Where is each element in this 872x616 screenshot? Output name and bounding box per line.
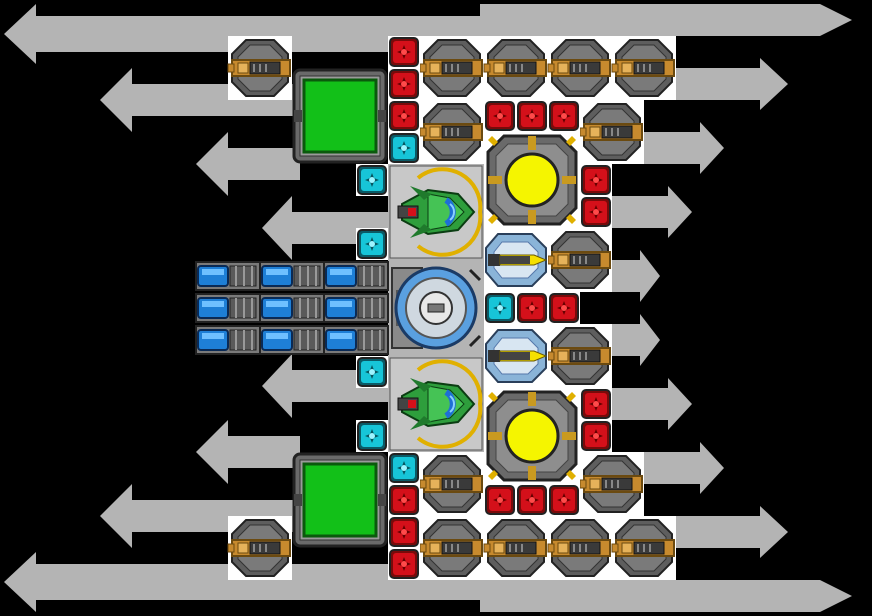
- arrow-right-4: [600, 314, 660, 366]
- turret-1[interactable]: [419, 36, 484, 100]
- turret-8[interactable]: [547, 324, 612, 388]
- red-armor-14[interactable]: [548, 484, 580, 516]
- arrow-left-4: [196, 420, 300, 484]
- red-armor-1[interactable]: [388, 68, 420, 100]
- thruster-0[interactable]: [195, 261, 261, 291]
- red-armor-13[interactable]: [516, 484, 548, 516]
- turret-5[interactable]: [419, 100, 484, 164]
- arrow-right-1: [620, 122, 724, 174]
- thruster-5[interactable]: [323, 293, 389, 323]
- arrow-left-1: [196, 132, 300, 196]
- cyan-armor-0[interactable]: [388, 132, 420, 164]
- red-armor-8[interactable]: [516, 292, 548, 324]
- red-armor-12[interactable]: [484, 484, 516, 516]
- arrow-top-wide-right: [480, 4, 852, 36]
- turret-14[interactable]: [547, 516, 612, 580]
- red-armor-15[interactable]: [388, 484, 420, 516]
- red-armor-10[interactable]: [580, 388, 612, 420]
- turret-4[interactable]: [611, 36, 676, 100]
- turret-6[interactable]: [579, 100, 644, 164]
- thruster-1[interactable]: [259, 261, 325, 291]
- turret-15[interactable]: [611, 516, 676, 580]
- turret-0[interactable]: [227, 36, 292, 100]
- thruster-4[interactable]: [259, 293, 325, 323]
- cockpit-top[interactable]: [388, 164, 484, 260]
- block-tiles: [195, 36, 676, 580]
- arrow-top-wide-left: [4, 4, 500, 64]
- arrow-right-7: [660, 506, 788, 558]
- red-armor-0[interactable]: [388, 36, 420, 68]
- cyan-armor-5[interactable]: [356, 420, 388, 452]
- missile-launcher-bottom[interactable]: [484, 324, 548, 388]
- power-core-top[interactable]: [292, 68, 388, 164]
- arrow-right-2: [600, 186, 692, 238]
- cyan-armor-4[interactable]: [356, 356, 388, 388]
- shield-dome[interactable]: [386, 258, 486, 358]
- turret-12[interactable]: [419, 516, 484, 580]
- thruster-2[interactable]: [323, 261, 389, 291]
- arrow-bottom-wide-left: [4, 552, 500, 612]
- turret-7[interactable]: [547, 228, 612, 292]
- turret-11[interactable]: [227, 516, 292, 580]
- arrow-bottom-wide-right: [480, 580, 852, 612]
- red-armor-16[interactable]: [388, 516, 420, 548]
- cyan-armor-1[interactable]: [356, 164, 388, 196]
- turret-3[interactable]: [547, 36, 612, 100]
- red-armor-5[interactable]: [548, 100, 580, 132]
- thruster-7[interactable]: [259, 325, 325, 355]
- reactor-bottom[interactable]: [484, 388, 580, 484]
- cyan-armor-6[interactable]: [388, 452, 420, 484]
- cyan-armor-2[interactable]: [356, 228, 388, 260]
- turret-9[interactable]: [419, 452, 484, 516]
- red-armor-7[interactable]: [580, 196, 612, 228]
- turret-10[interactable]: [579, 452, 644, 516]
- red-armor-11[interactable]: [580, 420, 612, 452]
- reactor-top[interactable]: [484, 132, 580, 228]
- red-armor-6[interactable]: [580, 164, 612, 196]
- thruster-3[interactable]: [195, 293, 261, 323]
- red-armor-9[interactable]: [548, 292, 580, 324]
- cyan-armor-3[interactable]: [484, 292, 516, 324]
- red-armor-2[interactable]: [388, 100, 420, 132]
- arrow-right-3: [600, 250, 660, 302]
- arrow-right-5: [600, 378, 692, 430]
- arrow-right-0: [660, 58, 788, 110]
- turret-13[interactable]: [483, 516, 548, 580]
- thruster-6[interactable]: [195, 325, 261, 355]
- missile-launcher-top[interactable]: [484, 228, 548, 292]
- red-armor-3[interactable]: [484, 100, 516, 132]
- cockpit-bottom[interactable]: [388, 356, 484, 452]
- red-armor-4[interactable]: [516, 100, 548, 132]
- red-armor-17[interactable]: [388, 548, 420, 580]
- arrow-right-6: [620, 442, 724, 494]
- turret-2[interactable]: [483, 36, 548, 100]
- power-core-bottom[interactable]: [292, 452, 388, 548]
- thruster-8[interactable]: [323, 325, 389, 355]
